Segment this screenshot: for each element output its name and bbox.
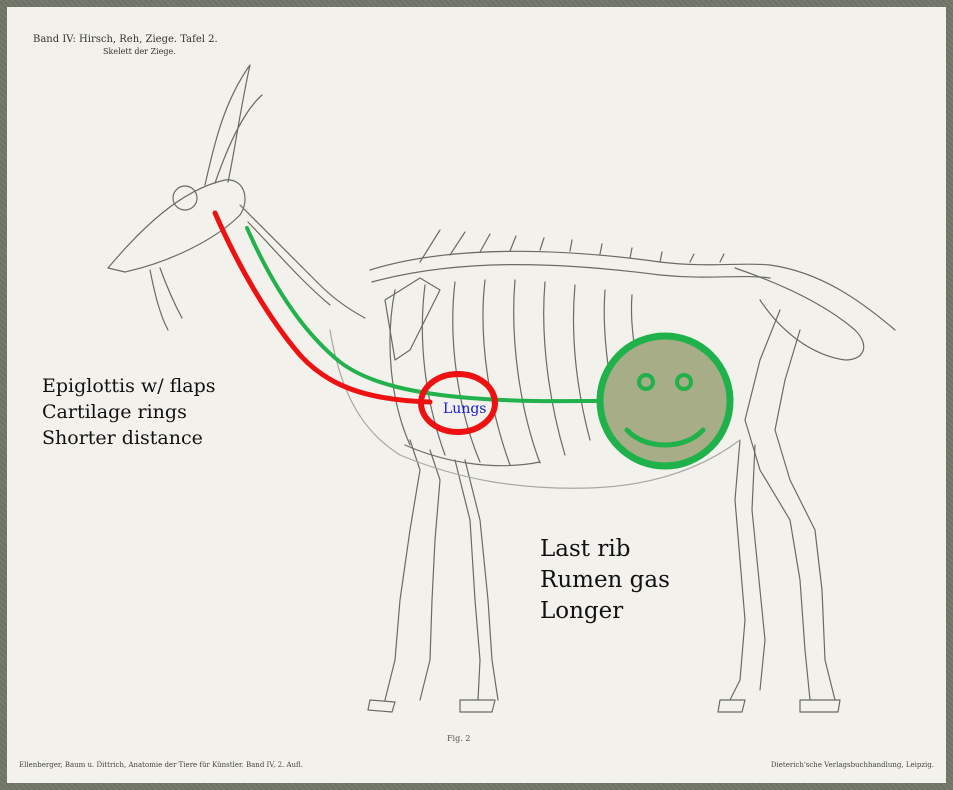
smiley-face-icon bbox=[600, 336, 730, 466]
figure-label: Fig. 2 bbox=[447, 734, 470, 743]
note-longer: Longer bbox=[540, 596, 670, 627]
right-notes: Last rib Rumen gas Longer bbox=[540, 534, 670, 627]
note-rumen-gas: Rumen gas bbox=[540, 565, 670, 596]
note-cartilage: Cartilage rings bbox=[42, 399, 216, 425]
note-last-rib: Last rib bbox=[540, 534, 670, 565]
note-epiglottis: Epiglottis w/ flaps bbox=[42, 373, 216, 399]
left-notes: Epiglottis w/ flaps Cartilage rings Shor… bbox=[42, 373, 216, 451]
trachea-path-red bbox=[215, 213, 430, 402]
skeleton-outline bbox=[108, 65, 895, 712]
footer-publisher: Dieterich'sche Verlagsbuchhandlung, Leip… bbox=[771, 761, 934, 769]
note-shorter: Shorter distance bbox=[42, 425, 216, 451]
footer-citation: Ellenberger, Baum u. Dittrich, Anatomie … bbox=[19, 761, 303, 769]
lungs-label: Lungs bbox=[443, 401, 486, 417]
anatomy-plate: Band IV: Hirsch, Reh, Ziege. Tafel 2. Sk… bbox=[7, 7, 946, 783]
